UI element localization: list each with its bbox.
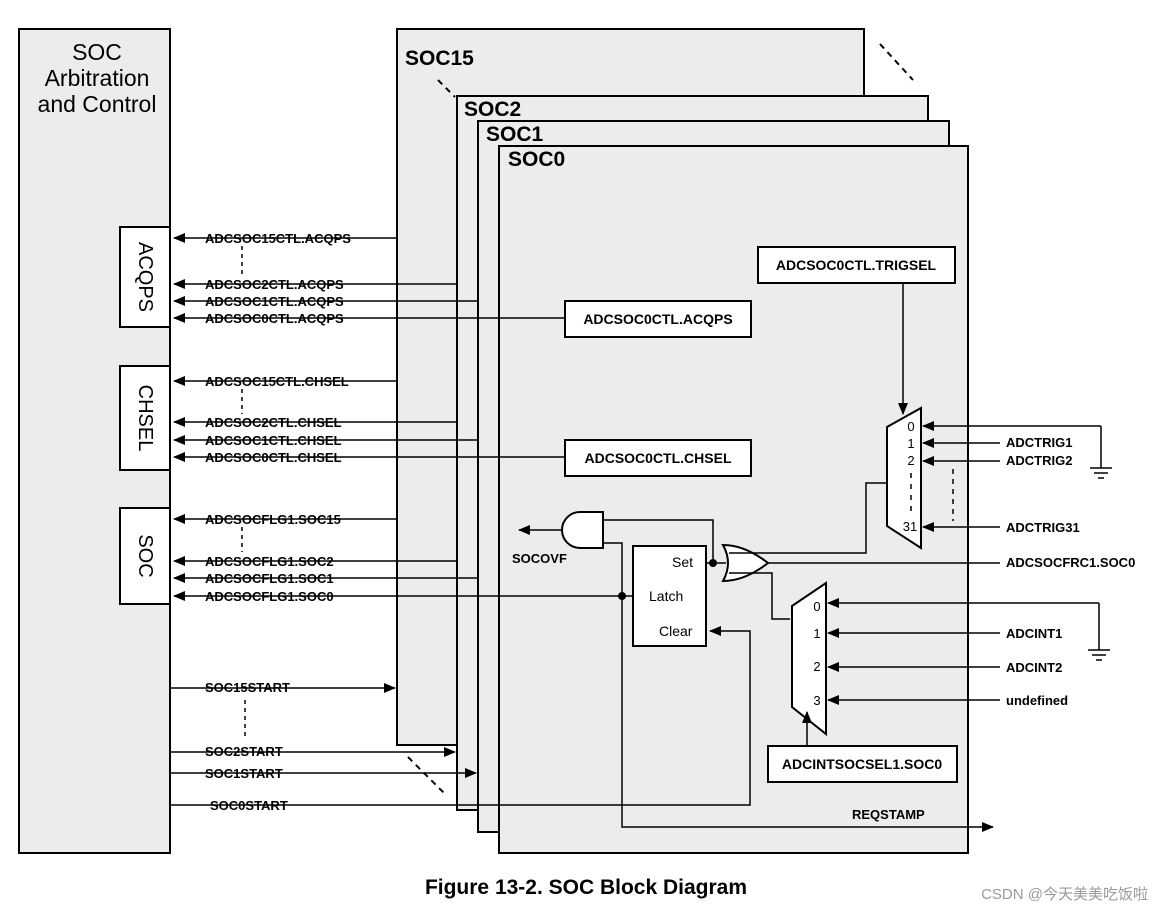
adcint2-label: ADCINT2 — [1006, 660, 1062, 675]
soc2-title: SOC2 — [464, 98, 521, 121]
trig-mux-output-line — [729, 482, 887, 554]
acqps-soc15-label: ADCSOC15CTL.ACQPS — [205, 231, 351, 246]
chsel-soc1-label: ADCSOC1CTL.CHSEL — [205, 433, 342, 448]
socovf-label: SOCOVF — [512, 551, 567, 566]
acqps-soc2-label: ADCSOC2CTL.ACQPS — [205, 277, 344, 292]
trigsel-register — [757, 246, 956, 284]
or-gate — [721, 543, 770, 583]
soc1-title: SOC1 — [486, 123, 544, 146]
latch-clear-label: Clear — [659, 623, 693, 639]
trig-mux-input-0: 0 — [907, 419, 914, 434]
acqps-block — [119, 226, 171, 328]
trigger-mux — [886, 406, 922, 550]
acqps-register-label: ADCSOC0CTL.ACQPS — [583, 311, 732, 327]
reqstamp-line — [621, 596, 994, 832]
chsel-soc0-label: ADCSOC0CTL.CHSEL — [205, 450, 342, 465]
acqps-label: ACQPS — [134, 242, 156, 312]
interrupt-mux — [791, 581, 827, 737]
adctrig2-label: ADCTRIG2 — [1006, 453, 1072, 468]
chsel-label: CHSEL — [134, 385, 156, 452]
chsel-block — [119, 365, 171, 471]
acqps-soc1-label: ADCSOC1CTL.ACQPS — [205, 294, 344, 309]
int-mux-input-2: 2 — [813, 659, 820, 674]
arbitration-title-line1: SOC — [72, 39, 122, 65]
and-gate — [561, 511, 604, 549]
chsel-soc2-label: ADCSOC2CTL.CHSEL — [205, 415, 342, 430]
figure-caption: Figure 13-2. SOC Block Diagram — [425, 876, 747, 899]
trigsel-register-label: ADCSOC0CTL.TRIGSEL — [776, 257, 937, 273]
adctrig31-label: ADCTRIG31 — [1006, 520, 1080, 535]
watermark: CSDN @今天美美吃饭啦 — [981, 886, 1148, 903]
adctrig1-label: ADCTRIG1 — [1006, 435, 1072, 450]
soc15-title: SOC15 — [405, 47, 474, 70]
start-soc1-label: SOC1START — [205, 766, 283, 781]
int-mux-input-0: 0 — [813, 599, 820, 614]
flag-soc15-label: ADCSOCFLG1.SOC15 — [205, 512, 341, 527]
undefined-label: undefined — [1006, 693, 1068, 708]
ground-symbol-top — [1090, 467, 1112, 479]
trig-mux-input-31: 31 — [903, 519, 917, 534]
flag-soc0-label: ADCSOCFLG1.SOC0 — [205, 589, 334, 604]
ground-symbol-bottom — [1088, 649, 1110, 661]
soc-block — [119, 507, 171, 605]
intsocsel-register — [767, 745, 958, 783]
latch-latch-label: Latch — [649, 588, 683, 604]
trig-mux-input-2: 2 — [907, 453, 914, 468]
latch-set-label: Set — [672, 554, 693, 570]
and-input-latch-line — [603, 542, 623, 596]
start-soc2-label: SOC2START — [205, 744, 283, 759]
int-mux-input-1: 1 — [813, 626, 820, 641]
set-junction-dot — [709, 559, 717, 567]
stack-ellipsis-dashes — [407, 43, 914, 794]
int-mux-input-3: 3 — [813, 693, 820, 708]
arbitration-title-line2: Arbitration — [45, 65, 150, 91]
chsel-register — [564, 439, 752, 477]
acqps-soc0-label: ADCSOC0CTL.ACQPS — [205, 311, 344, 326]
soc0-title: SOC0 — [508, 148, 565, 171]
soc-label: SOC — [134, 534, 156, 577]
acqps-register — [564, 300, 752, 338]
adcsocfrc-label: ADCSOCFRC1.SOC0 — [1006, 555, 1135, 570]
arbitration-title-line3: and Control — [38, 91, 157, 117]
intsocsel-register-label: ADCINTSOCSEL1.SOC0 — [782, 756, 942, 772]
chsel-soc15-label: ADCSOC15CTL.CHSEL — [205, 374, 349, 389]
start-soc0-line — [170, 626, 751, 806]
flag-soc1-label: ADCSOCFLG1.SOC1 — [205, 571, 334, 586]
start-soc15-label: SOC15START — [205, 680, 290, 695]
trig-mux-input-1: 1 — [907, 436, 914, 451]
adcint1-label: ADCINT1 — [1006, 626, 1062, 641]
reqstamp-label: REQSTAMP — [852, 807, 925, 822]
start-soc0-label: SOC0START — [210, 798, 288, 813]
chsel-register-label: ADCSOC0CTL.CHSEL — [584, 450, 731, 466]
and-input-feedback-line — [603, 519, 714, 563]
int-mux-output-line — [729, 572, 790, 620]
flag-soc2-label: ADCSOCFLG1.SOC2 — [205, 554, 334, 569]
